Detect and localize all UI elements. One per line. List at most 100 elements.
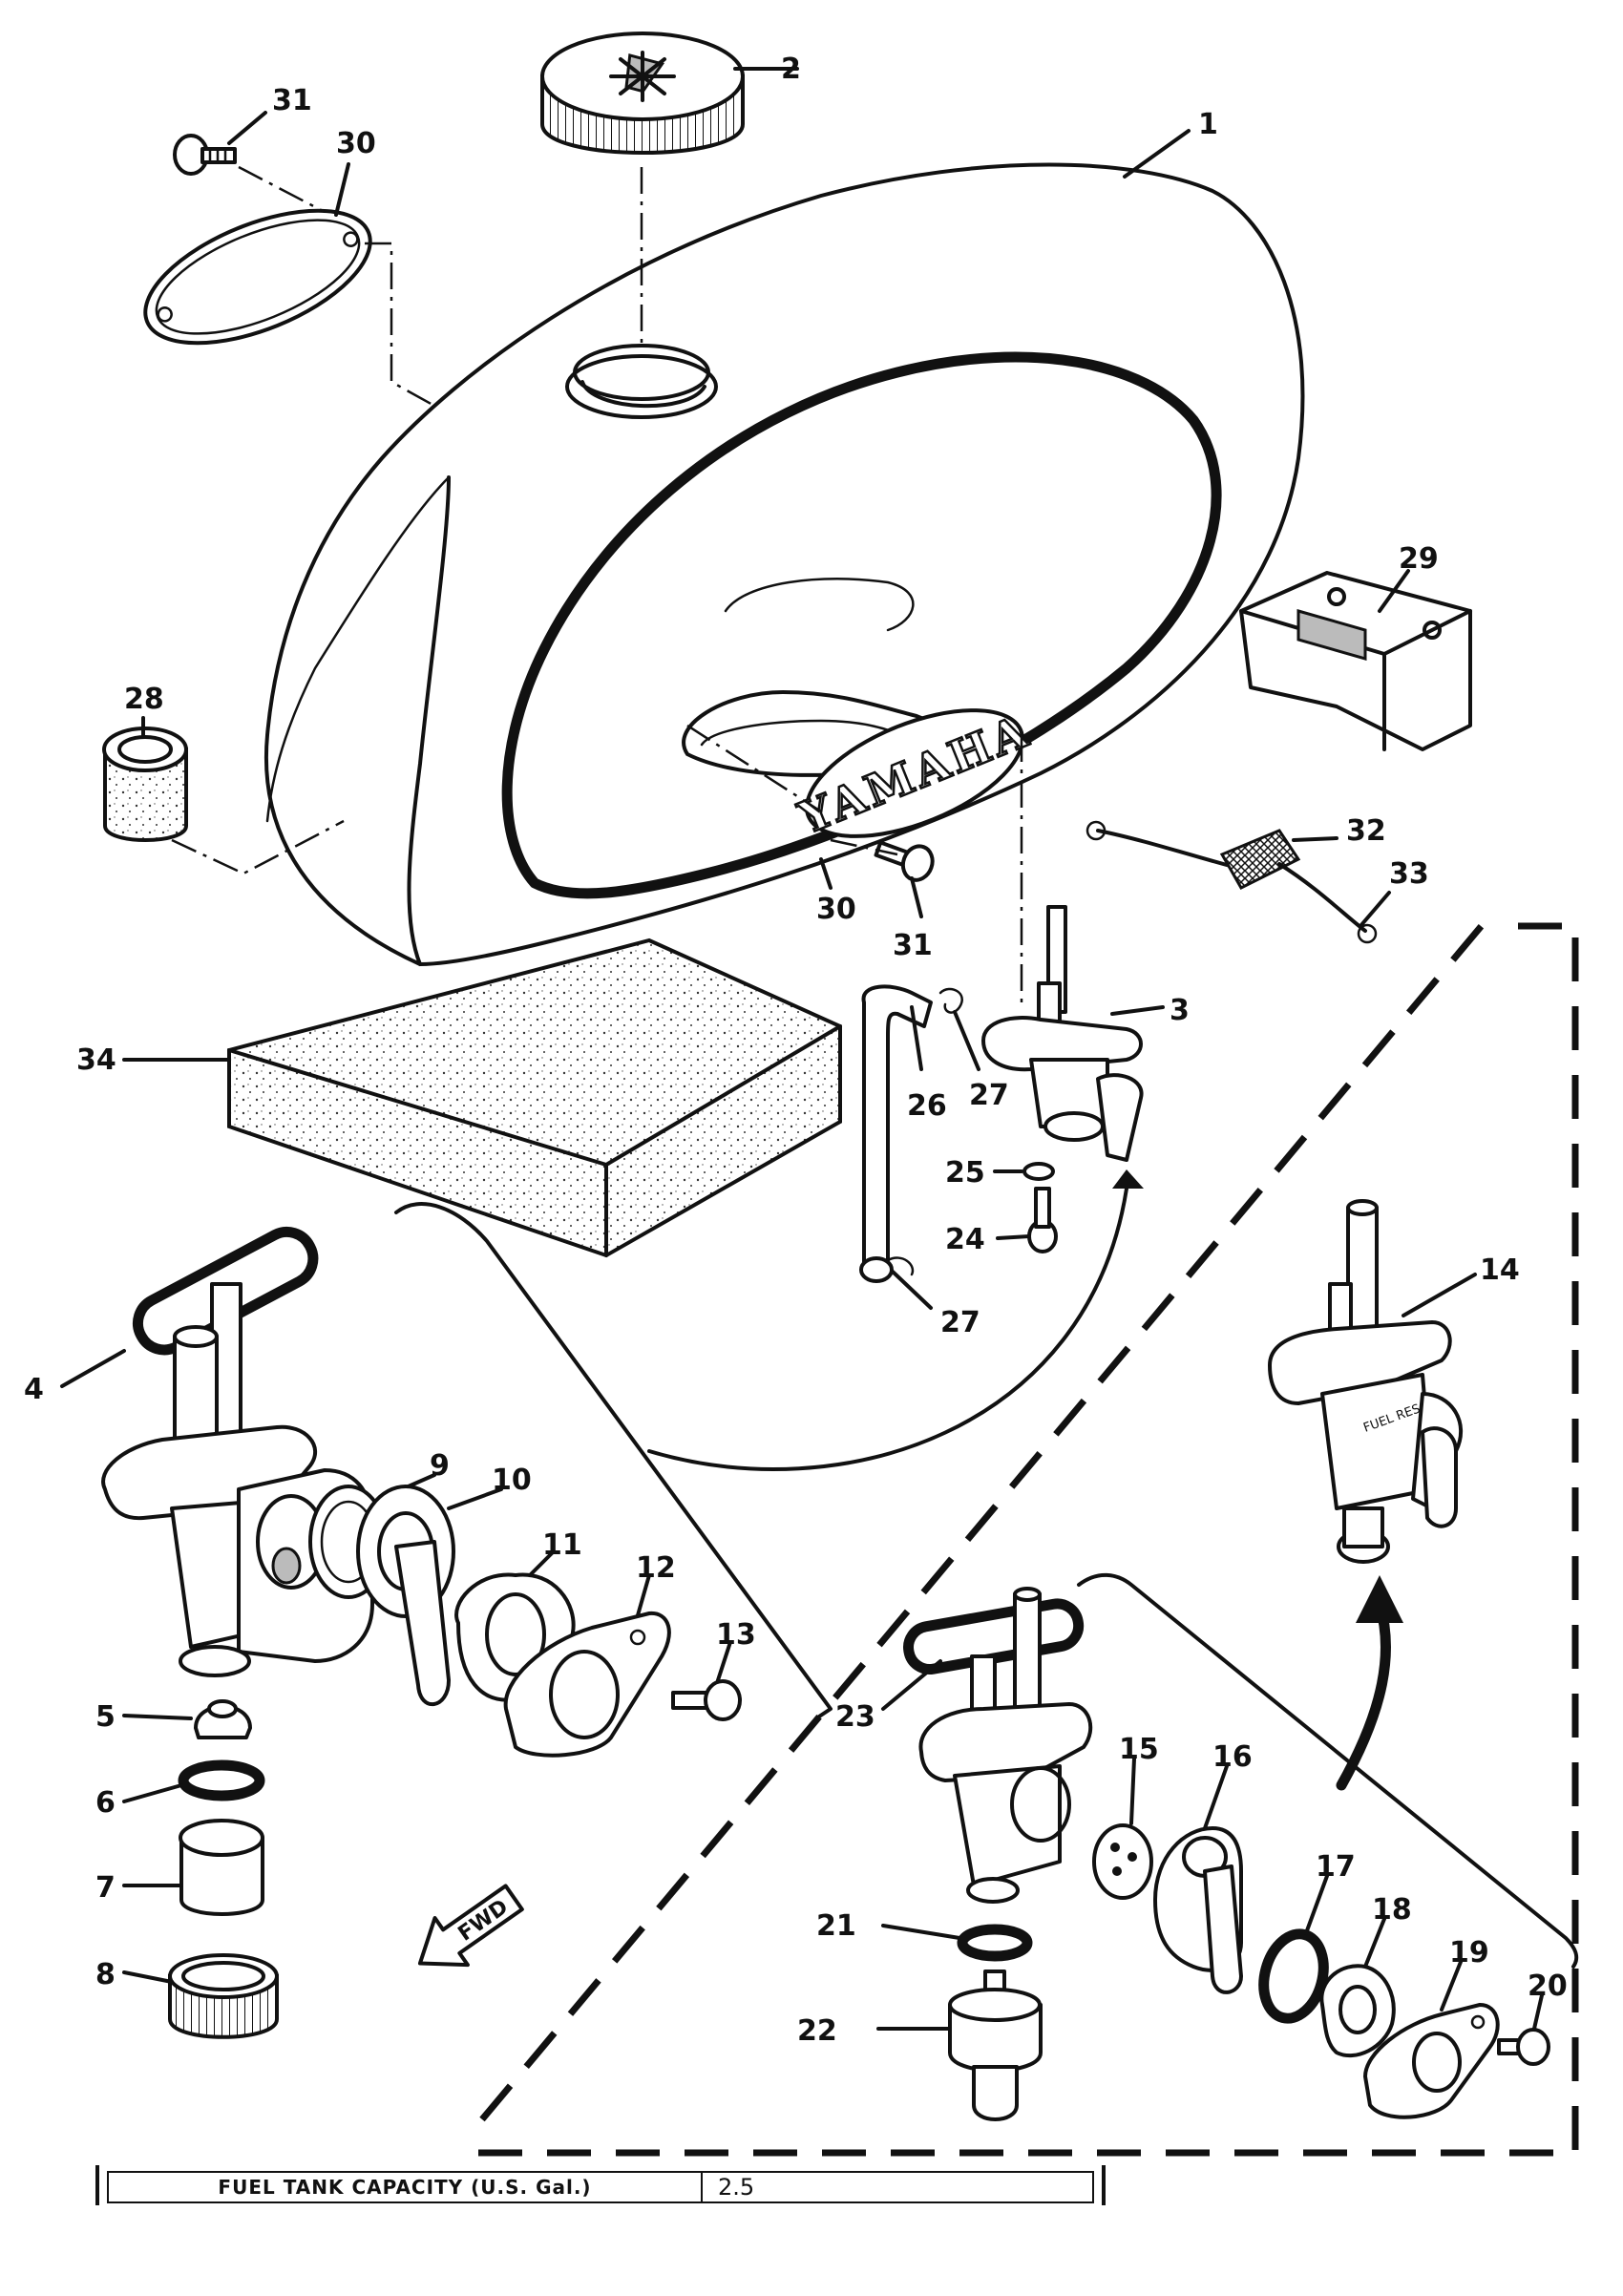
callout-leader-31a: [227, 111, 267, 145]
callout-24: 24: [945, 1223, 985, 1256]
callout-11: 11: [542, 1528, 582, 1562]
hose-clip-upper: [938, 987, 963, 1014]
callout-27b: 27: [940, 1306, 980, 1339]
callout-13: 13: [716, 1618, 756, 1652]
callout-32: 32: [1346, 814, 1386, 848]
new-cock-o-ring: [957, 1924, 1033, 1962]
callout-3: 3: [1170, 994, 1190, 1027]
cock-o-ring: [178, 1759, 265, 1801]
group-bracket-line-left: [394, 1202, 833, 1720]
callout-leader-5: [122, 1714, 193, 1720]
callout-5: 5: [95, 1700, 116, 1734]
new-cock-filter-bowl: [948, 1970, 1043, 2121]
callout-leader-33: [1359, 891, 1391, 928]
new-cock-gasket: [903, 1598, 1085, 1675]
fuel-capacity-value: 2.5: [718, 2174, 755, 2201]
washer: [1022, 1162, 1055, 1181]
new-cock-label-plate: [1363, 2003, 1500, 2119]
callout-leader-4: [60, 1349, 126, 1388]
callout-1: 1: [1198, 108, 1218, 141]
callout-leader-12: [636, 1573, 651, 1617]
callout-leader-18: [1363, 1917, 1386, 1969]
callout-leader-23: [881, 1659, 942, 1711]
callout-31a: 31: [272, 84, 312, 117]
callout-22: 22: [797, 2014, 837, 2048]
callout-6: 6: [95, 1786, 116, 1820]
cock-lever: [356, 1485, 455, 1706]
fuel-hose: [859, 984, 933, 1283]
callout-leader-11: [528, 1549, 556, 1577]
fuel-capacity-row: FUEL TANK CAPACITY (U.S. Gal.) 2.5: [107, 2171, 1094, 2203]
callout-leader-24: [996, 1234, 1031, 1240]
callout-leader-26: [910, 1005, 923, 1071]
emblem-axis: [686, 724, 822, 813]
new-cock-ring: [1258, 1928, 1329, 2024]
fuel-cock-assembled: FUEL RES: [1268, 1199, 1463, 1564]
forward-arrow: FWD: [417, 1884, 524, 1968]
callout-leader-8: [122, 1970, 174, 1984]
callout-33: 33: [1389, 857, 1429, 891]
callout-leader-32: [1292, 836, 1338, 842]
fuel-cap: [540, 32, 745, 155]
callout-4: 4: [24, 1373, 44, 1406]
new-cock-screw: [1497, 2028, 1550, 2066]
callout-31b: 31: [893, 929, 933, 962]
callout-leader-20: [1532, 1993, 1544, 2031]
foam-pad: [227, 937, 842, 1258]
callout-leader-30a: [334, 162, 350, 217]
new-cock-lever: [1153, 1826, 1243, 1994]
upgrade-arrow-head: [1356, 1575, 1403, 1623]
callout-27a: 27: [969, 1079, 1009, 1112]
cock-sediment-cup: [179, 1819, 264, 1916]
assembly-arrow-curve: [647, 1187, 1128, 1471]
callout-leader-1: [1123, 129, 1191, 179]
cock-plate: [503, 1611, 671, 1758]
callout-leader-6: [122, 1783, 183, 1803]
tank-damper-rear: [1239, 571, 1472, 751]
callout-19: 19: [1449, 1936, 1489, 1970]
callout-leader-21: [881, 1924, 961, 1940]
damper-28-axis: [171, 819, 345, 875]
hose-clip-lower: [886, 1256, 915, 1276]
callout-17: 17: [1316, 1850, 1356, 1884]
callout-leader-27a: [953, 1010, 980, 1071]
cock-cup-nut: [168, 1953, 279, 2039]
callout-28: 28: [124, 683, 164, 716]
callout-leader-30b: [819, 857, 833, 890]
callout-10: 10: [492, 1464, 532, 1497]
group-bracket-line-right: [1077, 1572, 1579, 1969]
callout-34: 34: [76, 1043, 116, 1077]
callout-leader-17: [1304, 1874, 1329, 1935]
callout-23: 23: [835, 1700, 875, 1734]
fuel-cock-body: [101, 1282, 374, 1677]
upgrade-arrow-curve: [1336, 1598, 1391, 1791]
callout-18: 18: [1372, 1893, 1412, 1927]
new-cock-disc: [1092, 1823, 1153, 1900]
callout-leader-14: [1402, 1273, 1477, 1317]
tank-damper-front: [102, 727, 188, 842]
callout-12: 12: [636, 1551, 676, 1585]
gasket-mount-line: [365, 242, 435, 408]
assembly-arrow-head: [1112, 1169, 1144, 1189]
cock-filter: [194, 1699, 252, 1739]
emblem-gasket-left: [143, 208, 372, 346]
new-cock-wave-washer: [1319, 1964, 1396, 2058]
callout-14: 14: [1480, 1253, 1520, 1287]
callout-25: 25: [945, 1156, 985, 1190]
callout-leader-31b: [910, 876, 923, 918]
callout-8: 8: [95, 1958, 116, 1991]
screw-31a-axis: [238, 165, 326, 214]
screw-31b-axis: [830, 838, 898, 856]
callout-leader-19: [1440, 1960, 1463, 2012]
mounting-screw: [1027, 1187, 1058, 1253]
callout-15: 15: [1119, 1733, 1159, 1766]
callout-9: 9: [430, 1449, 450, 1483]
callout-29: 29: [1399, 542, 1439, 576]
fuel-capacity-table: FUEL TANK CAPACITY (U.S. Gal.) 2.5: [95, 2165, 1106, 2205]
callout-21: 21: [816, 1909, 856, 1943]
callout-leader-29: [1378, 569, 1410, 613]
callout-16: 16: [1212, 1740, 1253, 1774]
callout-leader-13: [716, 1640, 732, 1682]
callout-30a: 30: [336, 127, 376, 160]
new-fuel-cock-body: [918, 1587, 1093, 1904]
